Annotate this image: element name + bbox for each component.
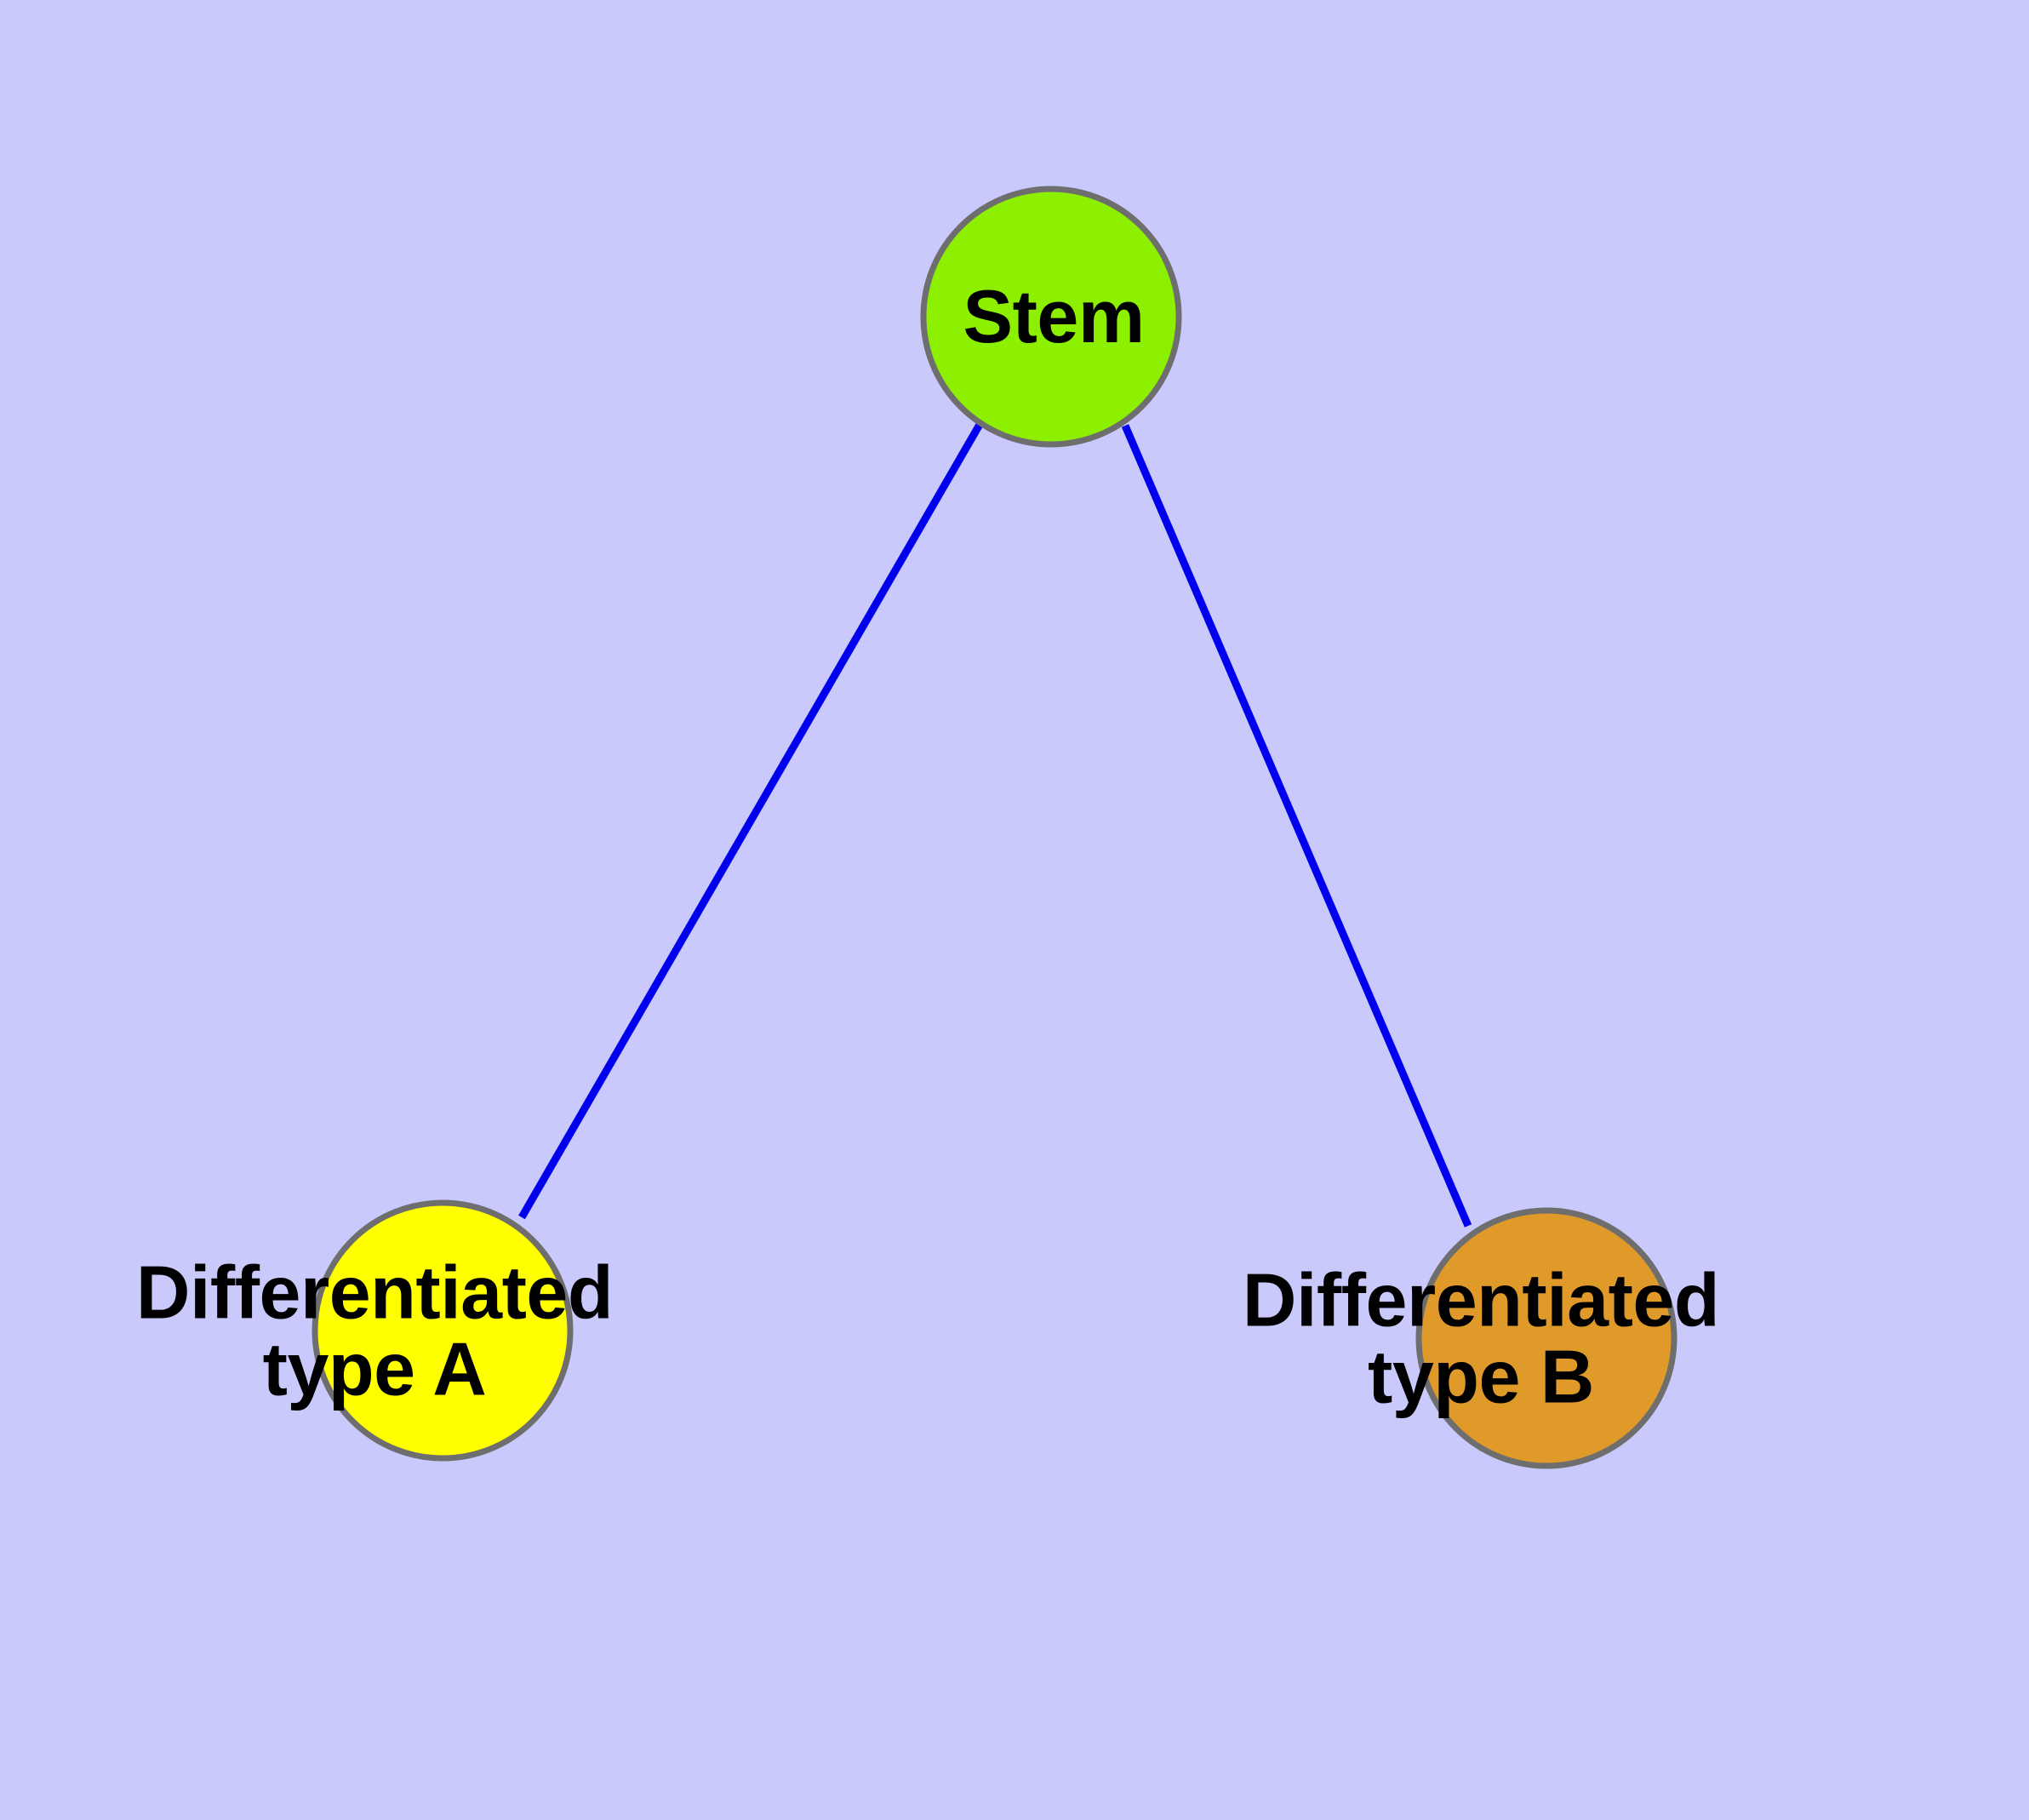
node-stem[interactable]	[920, 186, 1182, 448]
node-differentiated-type-a[interactable]	[311, 1199, 574, 1462]
edge-layer	[518, 421, 1472, 1228]
edge-stem-to-differentiated-type-a[interactable]	[518, 421, 984, 1220]
edge-stem-to-differentiated-type-b[interactable]	[1121, 424, 1472, 1228]
node-layer	[311, 186, 1677, 1469]
node-differentiated-type-b[interactable]	[1415, 1207, 1677, 1469]
